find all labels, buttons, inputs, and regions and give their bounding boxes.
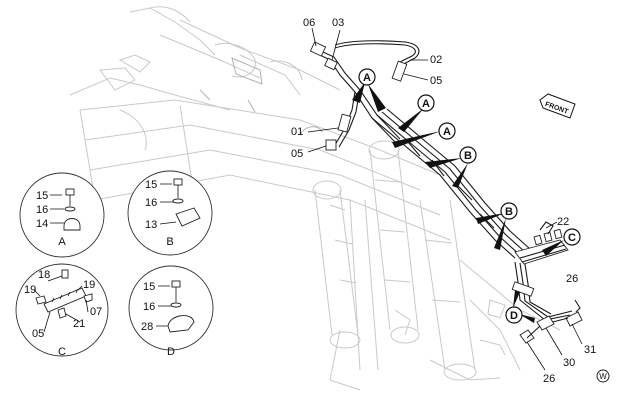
part-label-05-mid: 05 bbox=[291, 148, 303, 160]
part-label-31: 31 bbox=[584, 344, 596, 356]
svg-text:B: B bbox=[464, 150, 472, 162]
callout-a-2: A bbox=[417, 94, 435, 112]
svg-text:A: A bbox=[443, 126, 451, 138]
svg-text:C: C bbox=[568, 232, 576, 244]
machine-outline bbox=[69, 6, 561, 391]
callout-c-1: C bbox=[563, 228, 581, 246]
callout-b-1: B bbox=[459, 146, 477, 164]
detail-a: 15 16 14 A bbox=[19, 172, 105, 258]
detail-b-label-13: 13 bbox=[145, 219, 157, 231]
detail-d-label-28: 28 bbox=[141, 321, 153, 333]
detail-c-label-18: 18 bbox=[38, 269, 50, 281]
detail-d: 15 16 28 D bbox=[128, 265, 214, 358]
detail-b: 15 16 13 B bbox=[127, 170, 213, 256]
front-direction-arrow: FRONT bbox=[539, 93, 576, 119]
part-label-02: 02 bbox=[430, 54, 442, 66]
detail-c-caption: C bbox=[58, 346, 66, 358]
part-label-03: 03 bbox=[332, 17, 344, 29]
part-label-05-top: 05 bbox=[430, 75, 442, 87]
detail-b-caption: B bbox=[166, 236, 173, 248]
svg-text:D: D bbox=[510, 310, 518, 322]
part-label-01: 01 bbox=[291, 126, 303, 138]
detail-a-label-14: 14 bbox=[36, 218, 48, 230]
callout-b-2: B bbox=[500, 202, 518, 220]
leader-lines bbox=[307, 27, 583, 371]
detail-a-label-16: 16 bbox=[36, 204, 48, 216]
detail-d-label-15: 15 bbox=[143, 281, 155, 293]
corner-mark-letter: W bbox=[599, 372, 607, 381]
detail-a-caption: A bbox=[58, 236, 66, 248]
svg-text:B: B bbox=[505, 206, 513, 218]
detail-c-label-21: 21 bbox=[73, 318, 85, 330]
callout-d-1: D bbox=[505, 306, 523, 324]
part-label-06: 06 bbox=[303, 17, 315, 29]
detail-a-label-15: 15 bbox=[36, 190, 48, 202]
part-label-30: 30 bbox=[563, 357, 575, 369]
detail-c-label-07: 07 bbox=[90, 306, 102, 318]
svg-text:A: A bbox=[363, 72, 371, 84]
callout-a-3: A bbox=[438, 122, 456, 140]
detail-b-label-15: 15 bbox=[145, 179, 157, 191]
detail-c-label-19-right: 19 bbox=[83, 279, 95, 291]
detail-d-caption: D bbox=[167, 346, 175, 358]
detail-d-label-16: 16 bbox=[143, 301, 155, 313]
detail-c: 18 19 19 05 21 07 C bbox=[15, 263, 109, 358]
part-label-26-bottom: 26 bbox=[543, 373, 555, 385]
part-label-22: 22 bbox=[557, 216, 569, 228]
callout-wedges bbox=[352, 82, 564, 323]
corner-mark: W bbox=[596, 369, 610, 383]
part-labels: 06 03 02 05 01 05 22 26 31 30 26 bbox=[291, 17, 596, 385]
hydraulic-pipes bbox=[309, 40, 583, 344]
part-label-26-right: 26 bbox=[566, 273, 578, 285]
detail-c-label-05: 05 bbox=[32, 328, 44, 340]
callout-letters: A A A B B C D bbox=[358, 68, 581, 324]
svg-text:A: A bbox=[422, 98, 430, 110]
detail-b-label-16: 16 bbox=[145, 197, 157, 209]
callout-a-1: A bbox=[358, 68, 376, 86]
detail-c-label-19-left: 19 bbox=[24, 284, 36, 296]
